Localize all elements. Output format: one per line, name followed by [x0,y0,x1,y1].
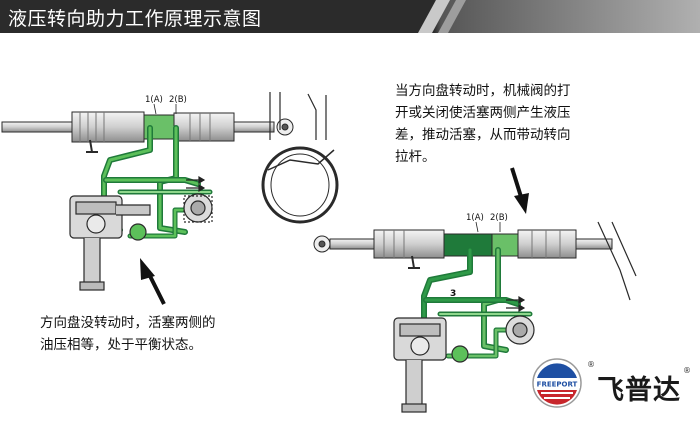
callout-arrow-right [510,167,529,214]
reg-mark-brand: ® [683,366,691,375]
caption-right-line-2: 开或关闭使活塞两侧产生液压 [395,105,571,121]
port-label-b-right: 2(B) [490,213,508,223]
banner-background [0,0,700,33]
caption-left-line-2: 油压相等，处于平衡状态。 [40,337,202,353]
caption-right: 当方向盘转动时，机械阀的打 开或关闭使活塞两侧产生液压 差，推动活塞，从而带动转… [395,80,571,168]
caption-right-line-4: 拉杆。 [395,149,436,165]
caption-left: 方向盘没转动时，活塞两侧的 油压相等，处于平衡状态。 [40,312,216,356]
reservoir-right [505,315,535,345]
reservoir-left [183,193,213,223]
valve-label-right: 3 [450,289,456,299]
steering-rack-right [313,229,613,269]
diagram-left: 1(A) 2(B) [1,92,339,305]
badge-text: FREEPORT [537,381,578,389]
flow-arrows-left [186,175,206,193]
reg-mark-badge: ® [587,360,595,369]
freeport-badge: FREEPORT [532,358,582,408]
wheel-assembly-left [261,92,339,224]
caption-left-line-1: 方向盘没转动时，活塞两侧的 [40,315,216,331]
steering-rack-left [1,111,294,153]
flow-arrows-right [506,295,526,313]
diagram-right: 1(A) 2(B) 3 [313,167,637,413]
pump-assembly-right [393,317,469,413]
port-label-a-left: 1(A) [145,95,163,105]
port-label-a-right: 1(A) [466,213,484,223]
brand-name: 飞普达 [597,375,681,406]
pump-assembly-left [69,195,151,291]
title-banner: 液压转向助力工作原理示意图 [0,0,700,33]
port-label-b-left: 2(B) [169,95,187,105]
knuckle-right [597,221,637,301]
callout-arrow-left [140,258,166,305]
caption-right-line-1: 当方向盘转动时，机械阀的打 [395,83,571,99]
caption-right-line-3: 差，推动活塞，从而带动转向 [395,127,571,143]
page-title: 液压转向助力工作原理示意图 [8,8,262,30]
